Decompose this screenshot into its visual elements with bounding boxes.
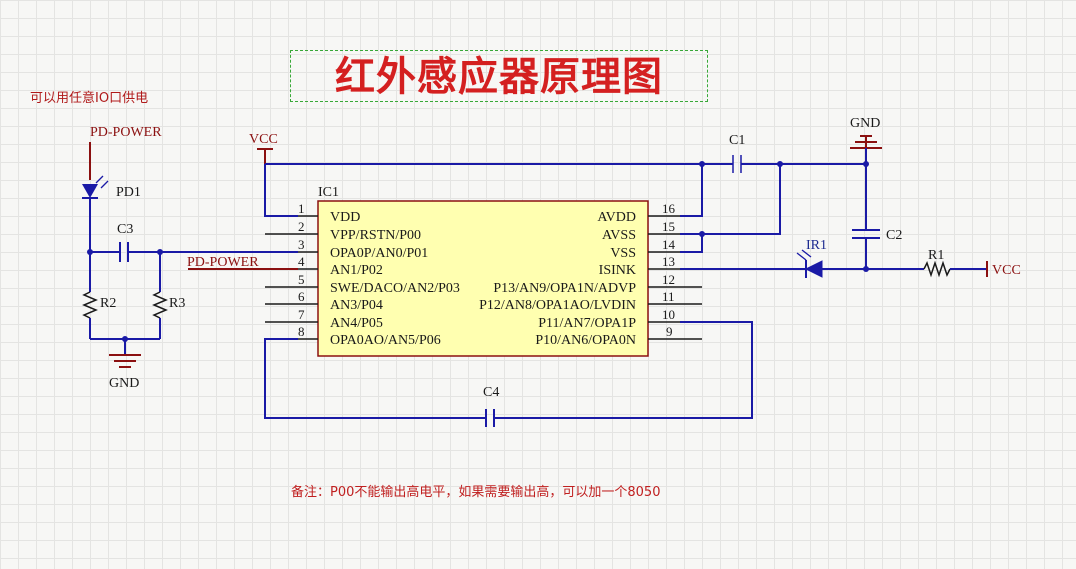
- pin-name-16: AVDD: [597, 210, 636, 225]
- vcc-power-port: [257, 148, 273, 164]
- vcc-label-right: VCC: [992, 263, 1021, 278]
- c1-label: C1: [729, 133, 745, 148]
- pin-num-10: 10: [662, 307, 675, 322]
- feedback-loop-wire: [264, 321, 753, 419]
- resistor-r2: [82, 291, 98, 319]
- vcc-label-top: VCC: [249, 132, 278, 147]
- junction-avss: [699, 231, 705, 237]
- pin-num-7: 7: [298, 307, 305, 322]
- pin-name-8: OPA0AO/AN5/P06: [330, 333, 441, 348]
- pin-name-13: ISINK: [599, 263, 636, 278]
- gnd-symbol-top: [850, 135, 882, 149]
- capacitor-c4: [485, 409, 495, 427]
- capacitor-c3: [119, 242, 129, 262]
- pin-name-7: AN4/P05: [330, 316, 383, 331]
- pd1-label: PD1: [116, 185, 141, 200]
- pin-num-4: 4: [298, 254, 305, 269]
- ir-led-ir1: [796, 249, 823, 278]
- pin-name-5: SWE/DACO/AN2/P03: [330, 281, 460, 296]
- pin-num-1: 1: [298, 201, 305, 216]
- r2-label: R2: [100, 296, 116, 311]
- io-power-note: 可以用任意IO口供电: [30, 91, 149, 106]
- avss-vss-wire: [680, 164, 781, 253]
- capacitor-c2: [852, 229, 880, 239]
- pd-power-label-top: PD-POWER: [90, 125, 162, 140]
- pin-num-11: 11: [662, 289, 675, 304]
- pin-num-13: 13: [662, 254, 675, 269]
- gnd-label-bottom: GND: [109, 376, 139, 391]
- pin-num-5: 5: [298, 272, 305, 287]
- r1-label: R1: [928, 248, 944, 263]
- pin-num-2: 2: [298, 219, 305, 234]
- pin-num-8: 8: [298, 324, 305, 339]
- pin-name-6: AN3/P04: [330, 298, 383, 313]
- ic-ref-label: IC1: [318, 185, 339, 200]
- photodiode-pd1: [82, 175, 109, 199]
- gnd-label-top: GND: [850, 116, 880, 131]
- junction-avdd: [699, 161, 705, 167]
- c2-label: C2: [886, 228, 902, 243]
- pin-name-14: VSS: [610, 246, 636, 261]
- pin-name-11: P12/AN8/OPA1AO/LVDIN: [479, 298, 636, 313]
- r3-label: R3: [169, 296, 185, 311]
- pin-num-14: 14: [662, 237, 676, 252]
- pin-name-10: P11/AN7/OPA1P: [538, 316, 636, 331]
- schematic-title: 红外感应器原理图: [335, 54, 663, 100]
- ic-left-pin-leads: [265, 215, 318, 340]
- capacitor-c1: [732, 155, 742, 173]
- c4-label: C4: [483, 385, 499, 400]
- title-box: 红外感应器原理图: [290, 50, 708, 102]
- resistor-r1: [923, 260, 951, 278]
- pin-name-12: P13/AN9/OPA1N/ADVP: [493, 281, 636, 296]
- resistor-r3: [152, 291, 168, 319]
- ic-body: [317, 200, 649, 357]
- pin-name-1: VDD: [330, 210, 360, 225]
- pin-num-3: 3: [298, 237, 305, 252]
- pin-num-16: 16: [662, 201, 676, 216]
- pin-name-3: OPA0P/AN0/P01: [330, 246, 428, 261]
- gnd-symbol-bottom: [109, 354, 141, 368]
- remark-note: 备注：P00不能输出高电平，如果需要输出高，可以加一个8050: [291, 485, 661, 500]
- pin-num-12: 12: [662, 272, 675, 287]
- pin-name-4: AN1/P02: [330, 263, 383, 278]
- c3-label: C3: [117, 222, 133, 237]
- junction-c1-gnd: [777, 161, 783, 167]
- pin-num-6: 6: [298, 289, 305, 304]
- pin-name-9: P10/AN6/OPA0N: [535, 333, 636, 348]
- pin-name-2: VPP/RSTN/P00: [330, 228, 421, 243]
- pd-power-label-pin4: PD-POWER: [187, 255, 259, 270]
- pin-num-15: 15: [662, 219, 675, 234]
- vcc-rail-wire: [264, 163, 866, 217]
- pin-name-15: AVSS: [602, 228, 636, 243]
- pin-num-9: 9: [666, 324, 673, 339]
- ir1-label: IR1: [806, 238, 827, 253]
